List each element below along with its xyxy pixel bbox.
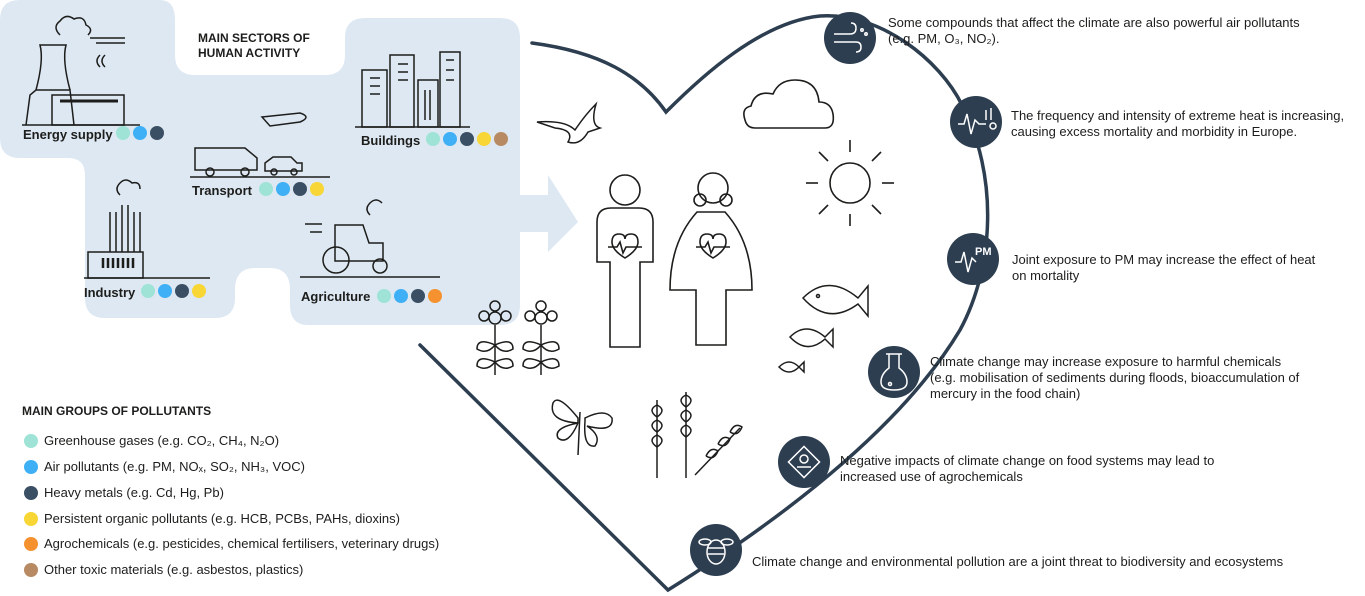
wheat-icon [651, 392, 743, 478]
sun-icon [806, 140, 894, 226]
sector-dots-agriculture [377, 289, 442, 303]
impact-line: Climate change may increase exposure to … [930, 354, 1282, 369]
legend-label: Persistent organic pollutants (e.g. HCB,… [44, 511, 400, 526]
legend-dot-pop [24, 511, 38, 526]
dot-metal [293, 182, 307, 196]
legend-item-greenhouse: Greenhouse gases (e.g. CO₂, CH₄, N₂O) [24, 433, 279, 448]
dot-greenhouse [377, 289, 391, 303]
fish-icon [777, 283, 869, 374]
legend-item-toxic: Other toxic materials (e.g. asbestos, pl… [24, 562, 303, 577]
impact-text-biodiversity: Climate change and environmental polluti… [752, 554, 1283, 570]
pm-icon [955, 251, 977, 273]
hazard-icon [787, 445, 821, 479]
wind-icon [834, 22, 868, 53]
flowers-icon [476, 300, 560, 375]
dot-greenhouse [426, 132, 440, 146]
dot-pop [477, 132, 491, 146]
legend-dot-toxic [24, 562, 38, 577]
sector-dots-energy [116, 126, 164, 140]
dot-metal [460, 132, 474, 146]
impact-icon-flask [868, 346, 920, 398]
dot-agro [428, 289, 442, 303]
bird-icon [536, 101, 603, 144]
sectors-title-line2: HUMAN ACTIVITY [198, 46, 301, 60]
legend-item-metal: Heavy metals (e.g. Cd, Hg, Pb) [24, 485, 224, 500]
legend-label: Air pollutants (e.g. PM, NOₓ, SO₂, NH₃, … [44, 459, 305, 474]
impact-line: Negative impacts of climate change on fo… [840, 453, 1215, 468]
butterfly-icon [551, 399, 613, 456]
pm-icon-label: PM [975, 246, 992, 258]
impact-icon-pm [947, 233, 999, 285]
sectors-panel [0, 0, 578, 325]
dot-pop [310, 182, 324, 196]
impact-line: causing excess mortality and morbidity i… [1011, 124, 1298, 139]
legend-title: MAIN GROUPS OF POLLUTANTS [22, 404, 212, 418]
sector-label-transport: Transport [192, 183, 252, 198]
impact-text-air: Some compounds that affect the climate a… [888, 15, 1300, 47]
dot-metal [175, 284, 189, 298]
dot-greenhouse [141, 284, 155, 298]
people-icon [596, 172, 753, 348]
bee-icon [698, 538, 734, 565]
sector-label-industry: Industry [84, 285, 136, 300]
buildings-icon [355, 51, 470, 128]
sector-label-energy: Energy supply [23, 127, 113, 142]
impact-line: mercury in the food chain) [930, 386, 1081, 401]
dot-greenhouse [116, 126, 130, 140]
impact-text-chemicals: Climate change may increase exposure to … [930, 354, 1299, 402]
impact-icon-bee [690, 524, 742, 576]
impact-line: increased use of agrochemicals [840, 469, 1023, 484]
impact-icon-heat [950, 96, 1002, 148]
impact-line: Some compounds that affect the climate a… [888, 15, 1300, 30]
dot-air [158, 284, 172, 298]
legend-dot-air [24, 459, 38, 474]
legend-label: Agrochemicals (e.g. pesticides, chemical… [44, 536, 440, 551]
impact-line: Joint exposure to PM may increase the ef… [1012, 252, 1316, 267]
legend-label: Heavy metals (e.g. Cd, Hg, Pb) [44, 485, 224, 500]
dot-air [443, 132, 457, 146]
dot-air [276, 182, 290, 196]
dot-air [394, 289, 408, 303]
heat-icon [958, 108, 997, 135]
impact-text-pm: Joint exposure to PM may increase the ef… [1012, 252, 1315, 284]
transport-icon [190, 112, 330, 178]
impact-text-heat: The frequency and intensity of extreme h… [1011, 108, 1344, 140]
legend-label: Greenhouse gases (e.g. CO₂, CH₄, N₂O) [44, 433, 280, 448]
impact-line: (e.g. PM, O₃, NO₂). [888, 31, 1000, 46]
legend-label: Other toxic materials (e.g. asbestos, pl… [44, 562, 304, 577]
power-plant-icon [22, 15, 140, 126]
impact-icon-wind [824, 12, 876, 64]
legend-item-pop: Persistent organic pollutants (e.g. HCB,… [24, 511, 400, 526]
sectors-title-line1: MAIN SECTORS OF [198, 31, 310, 45]
sector-dots-industry [141, 284, 206, 298]
dot-greenhouse [259, 182, 273, 196]
impact-icon-hazard [778, 436, 830, 488]
sector-dots-transport [259, 182, 324, 196]
dot-metal [411, 289, 425, 303]
impact-line: Climate change and environmental polluti… [752, 554, 1284, 569]
dot-metal [150, 126, 164, 140]
heart-outline [418, 14, 990, 593]
cloud-icon [743, 79, 835, 129]
impact-text-agrochemicals: Negative impacts of climate change on fo… [840, 453, 1214, 485]
legend-dot-greenhouse [24, 433, 38, 448]
sector-label-agriculture: Agriculture [301, 289, 371, 304]
dot-pop [192, 284, 206, 298]
legend-dot-agro [24, 536, 38, 551]
factory-icon [84, 179, 210, 279]
impact-line: on mortality [1012, 268, 1080, 283]
sector-label-buildings: Buildings [361, 133, 421, 148]
impact-line: The frequency and intensity of extreme h… [1011, 108, 1345, 123]
impact-line: (e.g. mobilisation of sediments during f… [930, 370, 1300, 385]
legend-dot-metal [24, 485, 38, 500]
dot-toxic [494, 132, 508, 146]
flask-icon [880, 353, 908, 391]
legend-item-agro: Agrochemicals (e.g. pesticides, chemical… [24, 536, 439, 551]
legend-item-air: Air pollutants (e.g. PM, NOₓ, SO₂, NH₃, … [24, 459, 305, 474]
sector-dots-buildings [426, 132, 508, 146]
tractor-icon [300, 199, 440, 278]
dot-air [133, 126, 147, 140]
